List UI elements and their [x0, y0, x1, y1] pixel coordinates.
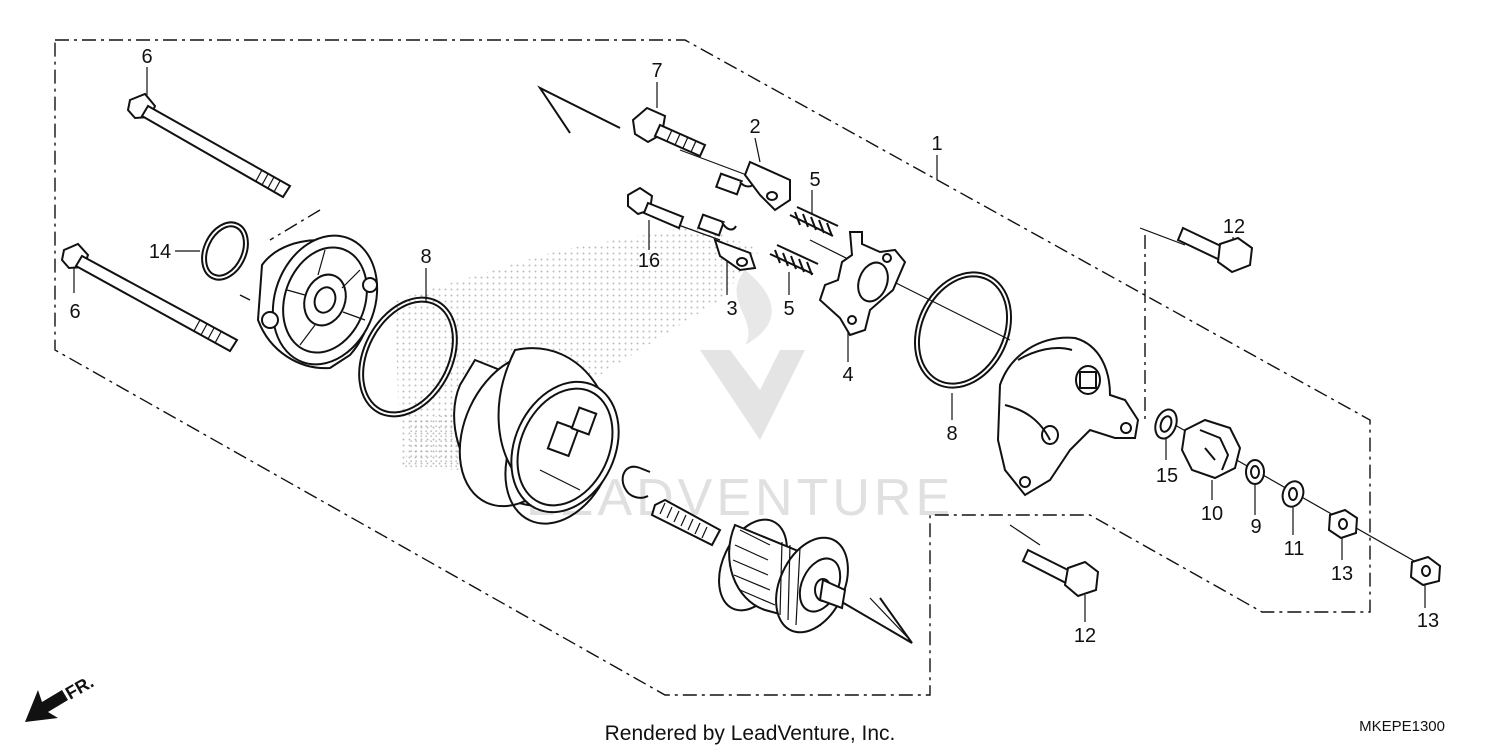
bolt-6-lower [60, 242, 239, 353]
callout-6-lower: 6 [69, 301, 80, 323]
terminal-bolt-7 [631, 106, 707, 158]
spring-5-upper [789, 206, 839, 237]
screw-16 [627, 186, 685, 230]
o-ring-8-right [913, 271, 1013, 389]
spring-5-lower [769, 244, 819, 276]
callout-2: 2 [749, 116, 760, 138]
callout-12-lower: 12 [1074, 625, 1096, 647]
callout-4: 4 [842, 364, 853, 386]
callout-6-upper: 6 [141, 46, 152, 68]
callout-11: 11 [1284, 538, 1305, 560]
nut-13-upper [1327, 508, 1359, 540]
washer-11 [1281, 480, 1305, 508]
retaining-clip [621, 465, 651, 499]
armature [650, 498, 849, 634]
washer-15 [1154, 408, 1178, 440]
callout-8-right: 8 [946, 423, 957, 445]
callout-13-upper: 13 [1331, 563, 1353, 585]
yoke-housing [453, 347, 620, 525]
callout-14: 14 [149, 241, 171, 263]
nut-13-lower [1409, 555, 1442, 587]
credit-text: Rendered by LeadVenture, Inc. [605, 722, 896, 745]
rear-cover [996, 336, 1140, 497]
callout-7: 7 [651, 60, 662, 82]
callout-1: 1 [931, 133, 942, 155]
callout-10: 10 [1201, 503, 1223, 525]
callout-9: 9 [1250, 516, 1261, 538]
callout-3: 3 [726, 298, 737, 320]
brush-2 [714, 160, 791, 212]
callout-13-lower: 13 [1417, 610, 1439, 632]
section-arrow-bottom [834, 597, 913, 644]
assembly-boundary [54, 39, 1371, 696]
callout-8-left: 8 [420, 246, 431, 268]
diagram-code: MKEPE1300 [1359, 718, 1445, 735]
callout-labels: 1 2 3 4 5 5 6 6 7 8 8 9 10 11 12 12 13 1… [69, 46, 1439, 647]
direction-label: FR. [62, 672, 97, 704]
callout-5-upper: 5 [809, 169, 820, 191]
callout-15: 15 [1156, 465, 1178, 487]
o-ring-14 [201, 221, 249, 281]
callout-5-lower: 5 [783, 298, 794, 320]
front-direction-arrow-icon: FR. [25, 672, 97, 722]
insulator-10 [1180, 418, 1242, 480]
brush-holder-4 [818, 231, 907, 337]
callout-16: 16 [638, 250, 660, 272]
bolt-6-upper [126, 92, 292, 199]
callout-12-upper: 12 [1223, 216, 1245, 238]
front-cover [256, 234, 379, 370]
o-ring-8-left [358, 296, 458, 418]
bolt-12-upper [1176, 226, 1254, 274]
brush-3 [696, 213, 757, 272]
bolt-12-lower [1021, 548, 1100, 598]
section-arrow-top [537, 85, 621, 134]
bushing-9 [1245, 459, 1265, 485]
